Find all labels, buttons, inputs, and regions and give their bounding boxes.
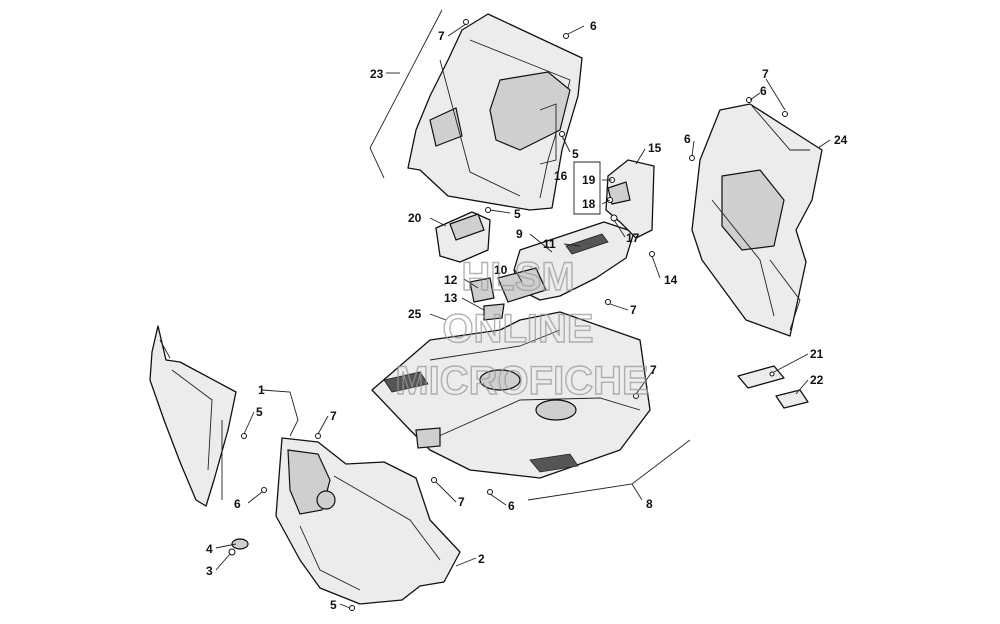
callout-7: 7 (438, 29, 445, 43)
callout-5: 5 (330, 598, 337, 612)
callout-8: 8 (646, 497, 653, 511)
callout-2: 2 (478, 552, 485, 566)
fasteners (431, 131, 639, 495)
callout-5: 5 (514, 207, 521, 221)
callout-1: 1 (258, 383, 265, 397)
callout-7: 7 (330, 409, 337, 423)
callout-labels: 23 7 6 5 5 20 9 11 10 12 13 25 16 19 18 … (206, 19, 848, 612)
callout-3: 3 (206, 564, 213, 578)
part-3-4-cap[interactable] (228, 538, 249, 556)
callout-6: 6 (684, 132, 691, 146)
callout-20: 20 (408, 211, 422, 225)
watermark-line-2: ONLINE (442, 307, 593, 351)
callout-16: 16 (554, 169, 568, 183)
callout-6: 6 (760, 84, 767, 98)
part-20-bracket[interactable] (435, 211, 491, 263)
watermark: HLSM ONLINE MICROFICHE (395, 254, 650, 403)
callout-24: 24 (834, 133, 848, 147)
callout-14: 14 (664, 273, 678, 287)
callout-6: 6 (234, 497, 241, 511)
callout-7: 7 (762, 67, 769, 81)
part-22-pad[interactable] (775, 389, 809, 409)
part-8-floor-pan[interactable] (371, 311, 651, 479)
callout-10: 10 (494, 263, 508, 277)
part-2-front-panel[interactable] (275, 433, 461, 611)
callout-4: 4 (206, 542, 213, 556)
callout-12: 12 (444, 273, 458, 287)
part-24-right-panel[interactable] (689, 97, 823, 337)
callout-7: 7 (650, 363, 657, 377)
callout-18: 18 (582, 197, 596, 211)
watermark-line-1: HLSM (461, 255, 574, 299)
callout-11: 11 (543, 237, 556, 251)
leader-lines (215, 9, 831, 609)
callout-15: 15 (648, 141, 662, 155)
callout-5: 5 (256, 405, 263, 419)
part-15-bracket[interactable] (605, 159, 655, 257)
callout-21: 21 (810, 347, 824, 361)
callout-23: 23 (370, 67, 384, 81)
callout-9: 9 (516, 227, 523, 241)
callout-25: 25 (408, 307, 422, 321)
callout-5: 5 (572, 147, 579, 161)
part-9-console-cover[interactable] (469, 221, 635, 321)
callout-6: 6 (590, 19, 597, 33)
watermark-line-3: MICROFICHE (395, 359, 648, 403)
part-23-upper-panel[interactable] (407, 13, 583, 211)
callout-7: 7 (458, 495, 465, 509)
part-21-pad[interactable] (737, 365, 785, 389)
callout-22: 22 (810, 373, 824, 387)
part-1-left-panel[interactable] (149, 325, 267, 507)
callout-17: 17 (626, 231, 640, 245)
callout-13: 13 (444, 291, 458, 305)
callout-7: 7 (630, 303, 637, 317)
callout-19: 19 (582, 173, 596, 187)
callout-6: 6 (508, 499, 515, 513)
